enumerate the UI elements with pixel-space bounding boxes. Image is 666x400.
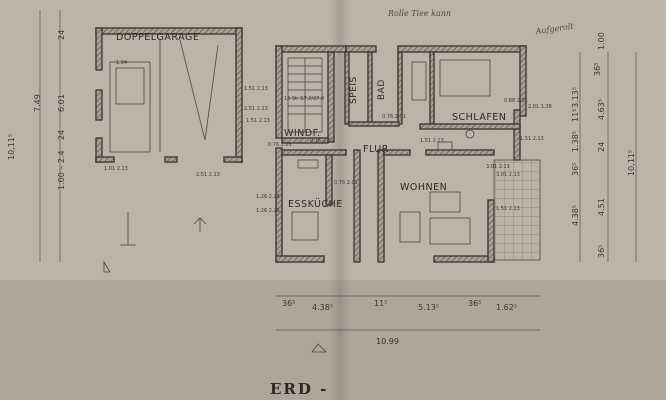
dim-right-115: 11⁵: [571, 109, 580, 122]
wohnen-window-2-label: 1.51 2.13: [496, 206, 520, 212]
dim-bottom-1625: 1.62⁵: [496, 303, 517, 312]
kueche-window-label: 1.26 2.26: [256, 194, 280, 200]
dim-bottom-4385: 4.38⁵: [312, 303, 333, 312]
garage-area: [95, 27, 243, 163]
room-label-bad: BAD: [377, 79, 387, 100]
dim-left-1002: 1.00 – 2.4: [57, 150, 66, 190]
dimension-lines: [39, 10, 637, 331]
room-label-doppelgarage: DOPPELGARAGE: [116, 32, 199, 43]
dim-left-24b: 24: [57, 130, 66, 140]
kueche-side-label: 0.76 2.01: [334, 180, 358, 186]
dim-right-24: 24: [597, 142, 606, 152]
flur-door-label: 0.76 2.01: [310, 138, 334, 144]
dim-right-4385: 4.38⁵: [571, 205, 580, 226]
window-marks: 1.94 1.51 2.13 1.01 2.13 2.51 2.13 1.51 …: [104, 60, 552, 214]
furniture: [291, 59, 491, 245]
dim-right-451: 4.51: [597, 198, 606, 216]
schlafen-window-2-label: 0.88 2.01: [504, 98, 528, 104]
room-label-schlafen: SCHLAFEN: [452, 112, 506, 123]
window-mark-3: 1.51 2.13: [420, 138, 444, 144]
dim-right-365a: 36⁵: [593, 63, 602, 76]
window-mark-5: 1.51 2.13: [520, 136, 544, 142]
windfang-window-label: 1.51 2.13: [246, 118, 270, 124]
room-label-esskueche: ESSKÜCHE: [288, 199, 343, 210]
schlafen-window-label: 2.01 1.38: [528, 104, 552, 110]
staircase: [287, 57, 323, 133]
room-label-windf: WINDF.: [284, 128, 321, 139]
dim-right-10115: 10,11⁵: [627, 150, 636, 176]
window-mark-6: 1.26 2.26: [256, 208, 280, 214]
wohnen-window-label: 3.01 2.13: [496, 172, 520, 178]
window-mark-4: 3.01 2.13: [486, 164, 510, 170]
dim-left-740: 7.49: [33, 94, 42, 112]
dim-right-4635: 4.63⁵: [597, 99, 606, 120]
dim-left-10115: 10,11⁵: [7, 134, 16, 160]
dim-bottom-1099: 10.99: [376, 337, 399, 346]
dim-right-365b: 36⁵: [571, 163, 580, 176]
dim-left-24: 24: [57, 30, 66, 40]
dim-bottom-5135: 5.13⁵: [418, 303, 439, 312]
dim-right-3135: 3.13⁵: [571, 87, 580, 108]
house-walls: [275, 45, 527, 263]
terrace-tiles: [493, 159, 541, 261]
room-label-speis: SPEIS: [349, 76, 359, 104]
bad-window-label: 0.76 2.01: [382, 114, 406, 120]
windfang-window-2-label: 0.76 2.01: [268, 142, 292, 148]
room-label-wohnen: WOHNEN: [400, 182, 447, 193]
garage-side-window-2-label: 2.51 2.13: [196, 172, 220, 178]
handwritten-top-note: Rolle Tiee kann: [387, 9, 451, 18]
garage-window-top-label: 1.94: [116, 60, 127, 66]
window-mark-1: 1.51 2.13: [244, 86, 268, 92]
dim-right-365c: 36⁵: [597, 245, 606, 258]
floor-title: ERD -: [270, 380, 328, 398]
section-arrows: [103, 212, 327, 353]
dim-right-1385: 1.38⁵: [571, 131, 580, 152]
window-mark-2: 2.51 2.13: [244, 106, 268, 112]
room-label-flur: FLUR: [363, 144, 389, 155]
dim-bottom-115: 11⁵: [374, 299, 387, 308]
dim-right-100: 1.00: [597, 32, 606, 50]
dim-left-601: 6.01: [57, 94, 66, 112]
dim-bottom-365b: 36⁵: [468, 299, 481, 308]
dim-bottom-365a: 36⁵: [282, 299, 295, 308]
garage-side-window-label: 1.01 2.13: [104, 166, 128, 172]
stair-note-label: 16 St. 17.2/27.8: [284, 96, 324, 102]
